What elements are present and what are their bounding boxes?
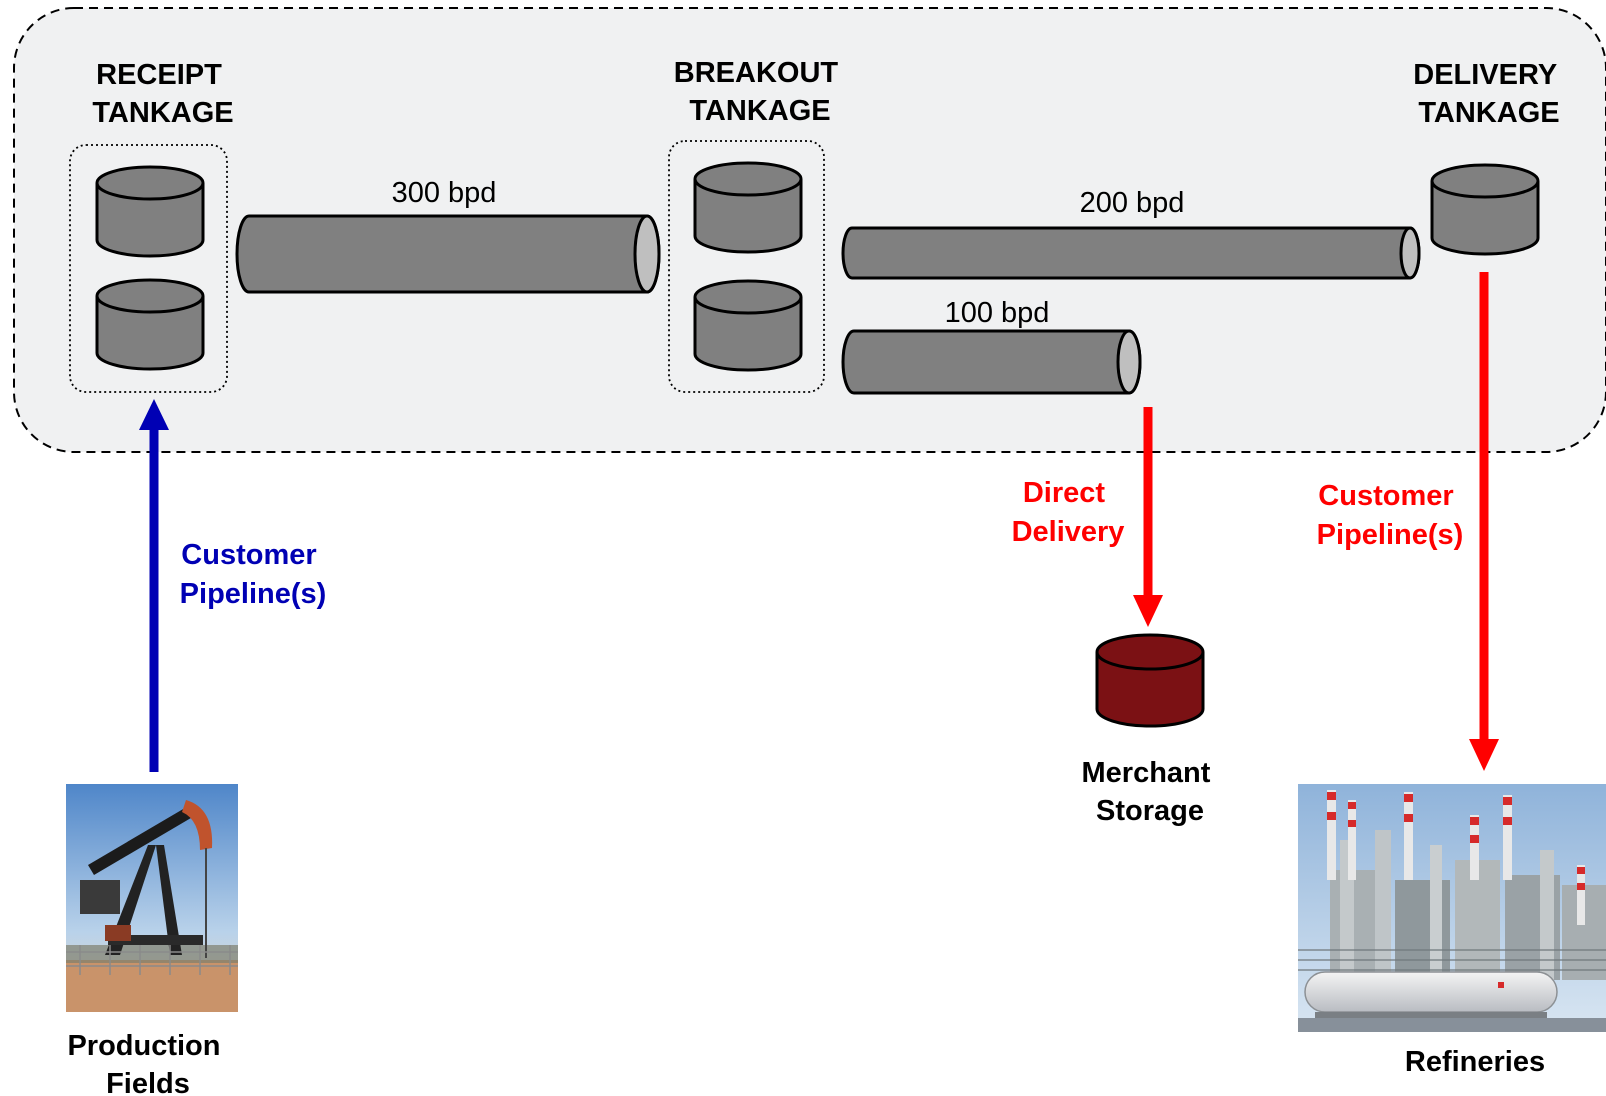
mainline-rate-label: 300 bpd: [392, 177, 497, 209]
direct-delivery-pipe: [841, 329, 1142, 395]
refinery-stack: [1327, 790, 1336, 880]
delivery-rate-label: 200 bpd: [1080, 187, 1185, 219]
outbound-flow-arrow: [1469, 272, 1499, 771]
delivery-tankage-label: DELIVERY TANKAGE: [1413, 59, 1565, 129]
breakout-tank-2: [693, 279, 803, 372]
inbound-flow-label: Customer Pipeline(s): [180, 539, 327, 610]
outbound-flow-label: Customer Pipeline(s): [1317, 480, 1464, 551]
refineries-label: Refineries: [1405, 1046, 1545, 1078]
delivery-tank: [1430, 163, 1540, 256]
refinery-stack: [1577, 865, 1585, 925]
refinery-photo: [1298, 784, 1606, 1032]
direct-rate-label: 100 bpd: [945, 297, 1050, 329]
refinery-stack: [1503, 795, 1512, 880]
production-fields-label: Production Fields: [67, 1030, 228, 1096]
direct-delivery-label: Direct Delivery: [1012, 477, 1125, 548]
refinery-stack: [1348, 800, 1356, 880]
breakout-tank-1: [693, 161, 803, 254]
direct-delivery-arrow: [1133, 407, 1163, 627]
merchant-storage-label: Merchant Storage: [1082, 757, 1219, 827]
delivery-pipe: [841, 226, 1421, 280]
pipeline-system-boundary: [13, 7, 1606, 453]
mainline-pipe: [235, 214, 661, 294]
refinery-bullet-tank: [1304, 971, 1558, 1018]
inbound-flow-arrow: [139, 399, 169, 772]
merchant-storage-tank: [1095, 633, 1205, 728]
refinery-stack: [1404, 792, 1413, 880]
receipt-tank-1: [95, 165, 205, 258]
refinery-stack: [1470, 815, 1479, 880]
breakout-tank-group: [668, 140, 825, 393]
receipt-tankage-label: RECEIPT TANKAGE: [92, 59, 233, 129]
receipt-tank-2: [95, 278, 205, 371]
breakout-tankage-label: BREAKOUT TANKAGE: [674, 57, 846, 127]
pump-jack-photo: [66, 784, 238, 1012]
